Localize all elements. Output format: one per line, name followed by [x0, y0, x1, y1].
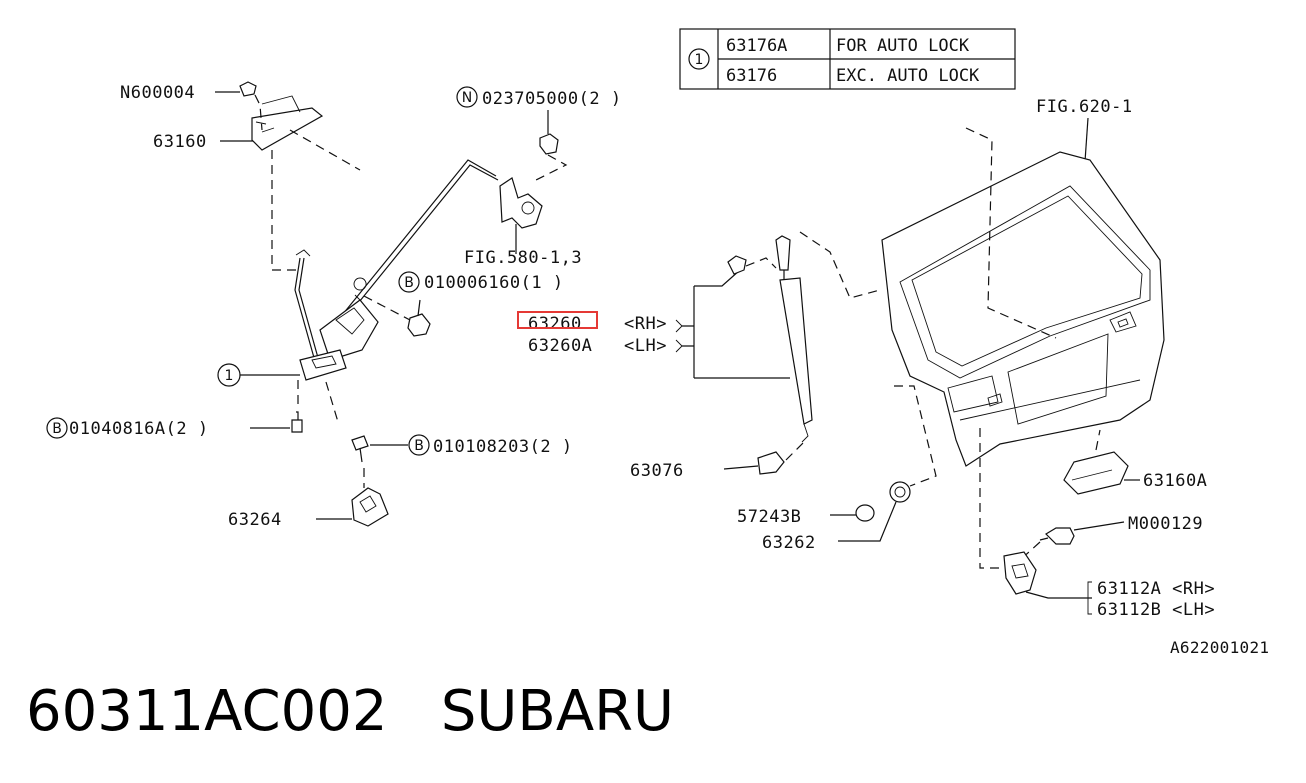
diagram-id: A622001021	[1170, 638, 1269, 657]
legend-row1-part: 63176A	[726, 36, 787, 56]
legend-table: 1 63176A FOR AUTO LOCK 63176 EXC. AUTO L…	[679, 28, 1016, 90]
bolt-01040816a	[291, 411, 303, 433]
symbol-b1: B	[52, 421, 62, 437]
bolt-m000129	[1045, 527, 1075, 545]
cushion-63262	[889, 481, 911, 503]
label-010108203: 010108203(2 )	[433, 437, 573, 457]
label-fig620: FIG.620-1	[1036, 97, 1133, 117]
caption-brand: SUBARU	[440, 679, 675, 744]
highlight-63260	[517, 311, 598, 329]
legend-ref-circle	[688, 48, 710, 70]
label-63112a: 63112A <RH>	[1097, 579, 1215, 599]
actuator-group: N 023705000(2 ) FIG.580-1,3 B 010006160(…	[363, 86, 622, 337]
handle-63160	[251, 107, 324, 151]
legend-row1-desc: FOR AUTO LOCK	[836, 36, 970, 56]
legend-row2-desc: EXC. AUTO LOCK	[836, 66, 980, 86]
garnish-63160a	[1063, 451, 1129, 495]
bolt-010006160	[407, 313, 431, 337]
label-m000129: M000129	[1128, 514, 1203, 534]
gas-strut-group: 63260 <RH> 63260A <LH>	[517, 231, 881, 443]
gate-outer	[881, 151, 1165, 467]
label-63160: 63160	[153, 132, 207, 152]
actuator	[499, 177, 543, 229]
bumper-group: 63076 57243B 63262	[630, 385, 937, 553]
bolt-010108203	[351, 435, 369, 451]
label-63264: 63264	[228, 510, 282, 530]
label-ref1: 1	[225, 368, 234, 384]
ball-joint	[727, 255, 747, 275]
label-63260a-lh: <LH>	[624, 336, 667, 356]
legend-ref: 1	[695, 52, 704, 68]
symbol-b2: B	[404, 275, 414, 291]
label-63112b: 63112B <LH>	[1097, 600, 1215, 620]
symbol-b3: B	[414, 438, 424, 454]
label-63076: 63076	[630, 461, 684, 481]
cap-57243b	[855, 504, 875, 522]
label-63260a: 63260A	[528, 336, 592, 356]
label-57243b: 57243B	[737, 507, 801, 527]
label-fig580: FIG.580-1,3	[464, 248, 582, 268]
gate-glass-frame	[899, 185, 1151, 379]
label-n600004: N600004	[120, 83, 195, 103]
hinge-63112	[1003, 551, 1037, 595]
caption: 60311AC002 SUBARU	[26, 684, 674, 740]
label-63262: 63262	[762, 533, 816, 553]
latch-body	[319, 299, 379, 361]
striker-63264	[351, 487, 389, 527]
lock-assembly: N600004 63160 1 B 01040816A(2 )	[46, 81, 573, 530]
label-010006160: 010006160(1 )	[424, 273, 564, 293]
label-63260-rh: <RH>	[624, 314, 667, 334]
label-63260: 63260	[528, 314, 582, 334]
bumper-63076	[757, 451, 785, 475]
clip-n600004	[239, 81, 257, 97]
plate-recess	[1007, 333, 1109, 425]
lock-63176	[299, 349, 347, 381]
legend-row2-part: 63176	[726, 66, 777, 86]
label-63160a: 63160A	[1143, 471, 1207, 491]
symbol-n: N	[462, 90, 472, 106]
right-parts: 63160A M000129 63112A <RH> 63112B <LH> A…	[1003, 429, 1269, 657]
label-023705000: 023705000(2 )	[482, 89, 622, 109]
rear-gate-panel: FIG.620-1	[881, 97, 1165, 569]
caption-part-number: 60311AC002	[26, 679, 388, 744]
nut-023705000	[539, 133, 559, 155]
label-01040816a: 01040816A(2 )	[69, 419, 209, 439]
strut-63260	[779, 277, 813, 425]
